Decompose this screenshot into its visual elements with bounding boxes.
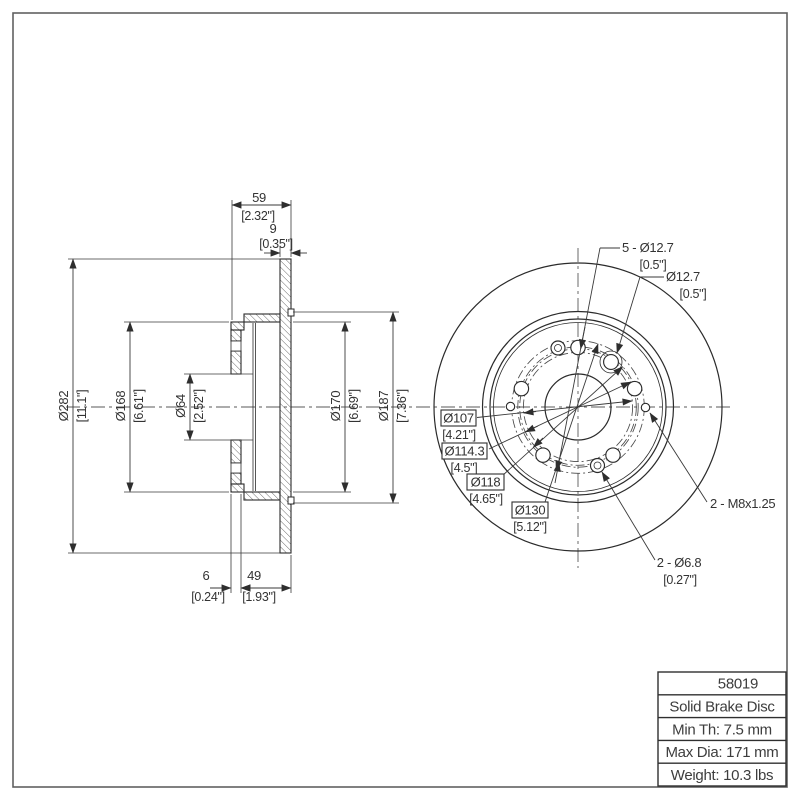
- friction-face-inner-circle: [489, 318, 667, 496]
- thread-hole: [640, 402, 651, 413]
- label-small-holes: 2 - Ø6.8: [657, 555, 702, 570]
- mount-wall-c: [230, 439, 242, 464]
- mount-wall-b: [230, 350, 242, 375]
- label-bc130: Ø130: [515, 503, 546, 518]
- max-diameter: Max Dia: 171 mm: [665, 744, 778, 761]
- dim-inner-face-in: [6.69"]: [347, 389, 361, 423]
- label-pilot-hole-in: [0.5"]: [680, 287, 707, 301]
- mount-wall-a: [230, 329, 242, 342]
- hat-edge-circle: [493, 322, 663, 492]
- dim-wall-in: [0.24"]: [191, 590, 225, 604]
- min-thickness: Min Th: 7.5 mm: [672, 721, 772, 738]
- bolt-circle-118: [517, 346, 639, 468]
- section-view: [230, 258, 295, 554]
- dim-top-width-in: [2.32"]: [241, 209, 275, 223]
- center-bore-circle: [544, 373, 612, 441]
- lug-hole-section-top: [230, 340, 242, 352]
- label-pilot-hole: Ø12.7: [666, 269, 700, 284]
- sheet-border: [12, 12, 788, 788]
- small-hole: [554, 344, 562, 352]
- label-bc107: Ø107: [443, 411, 474, 426]
- dim-top-width-mm: 59: [252, 190, 266, 205]
- small-hole: [593, 461, 602, 470]
- label-small-holes-in: [0.27"]: [663, 573, 697, 587]
- lug-hole: [535, 447, 551, 463]
- mount-wall-d: [230, 472, 242, 485]
- dim-bore-mm: Ø64: [173, 394, 188, 418]
- section-dimensions: Ø282 [11.1"] Ø168 [6.61"] Ø64 [2.52"] Ø1…: [56, 190, 409, 604]
- title-block: 58019 Solid Brake Disc Min Th: 7.5 mm Ma…: [657, 671, 787, 787]
- dim-depth-mm: 49: [247, 568, 261, 583]
- dim-hat-dia-in: [6.61"]: [132, 389, 146, 423]
- pilot-hole: [603, 354, 619, 370]
- dim-depth-in: [1.93"]: [242, 590, 276, 604]
- hat-brim-top: [243, 313, 281, 323]
- dim-outer-face-mm: Ø187: [376, 391, 391, 422]
- lug-hole: [570, 339, 586, 356]
- label-bc1143: Ø114.3: [445, 444, 485, 459]
- part-number: 58019: [718, 676, 758, 693]
- label-bc118: Ø118: [471, 475, 501, 490]
- lug-hole-section-bottom: [230, 462, 242, 474]
- dim-plate-th-mm: 9: [270, 221, 277, 236]
- disc-plate-section: [279, 258, 292, 554]
- hat-step-bottom: [230, 483, 245, 493]
- dim-wall-mm: 6: [203, 568, 210, 583]
- friction-face-outer-circle: [481, 310, 675, 504]
- dim-outer-dia-mm: Ø282: [56, 391, 71, 422]
- label-thread-holes: 2 - M8x1.25: [710, 496, 775, 511]
- label-bc118-in: [4.65"]: [469, 492, 503, 506]
- front-view: [433, 248, 723, 568]
- plate-edge-detail-bottom: [287, 496, 295, 505]
- weight: Weight: 10.3 lbs: [671, 767, 774, 784]
- lug-hole: [513, 380, 530, 397]
- lug-hole: [626, 380, 643, 397]
- dim-hat-dia-mm: Ø168: [113, 391, 128, 422]
- label-lug-holes-in: [0.5"]: [640, 258, 667, 272]
- dim-bore-in: [2.52"]: [192, 389, 206, 423]
- outer-diameter-circle: [433, 262, 723, 552]
- label-lug-holes: 5 - Ø12.7: [622, 240, 674, 255]
- thread-hole: [505, 401, 516, 412]
- small-hole-chamfer: [550, 340, 566, 356]
- hat-step-top: [230, 321, 245, 331]
- front-view-labels: 5 - Ø12.7 [0.5"] Ø12.7 [0.5"] 2 - M8x1.2…: [440, 240, 776, 587]
- pilot-hole-chamfer: [599, 350, 623, 374]
- plate-edge-detail-top: [287, 308, 295, 317]
- dim-plate-th-in: [0.35"]: [259, 237, 293, 251]
- label-bc130-in: [5.12"]: [513, 520, 547, 534]
- dim-outer-dia-in: [11.1"]: [75, 390, 89, 423]
- lug-hole: [605, 447, 621, 463]
- hat-brim-bottom: [243, 491, 281, 501]
- part-type: Solid Brake Disc: [669, 699, 775, 716]
- small-hole-chamfer: [589, 457, 606, 474]
- dim-inner-face-mm: Ø170: [328, 391, 343, 422]
- label-bc107-in: [4.21"]: [442, 428, 476, 442]
- dim-outer-face-in: [7.36"]: [395, 389, 409, 423]
- label-bc1143-in: [4.5"]: [451, 461, 478, 475]
